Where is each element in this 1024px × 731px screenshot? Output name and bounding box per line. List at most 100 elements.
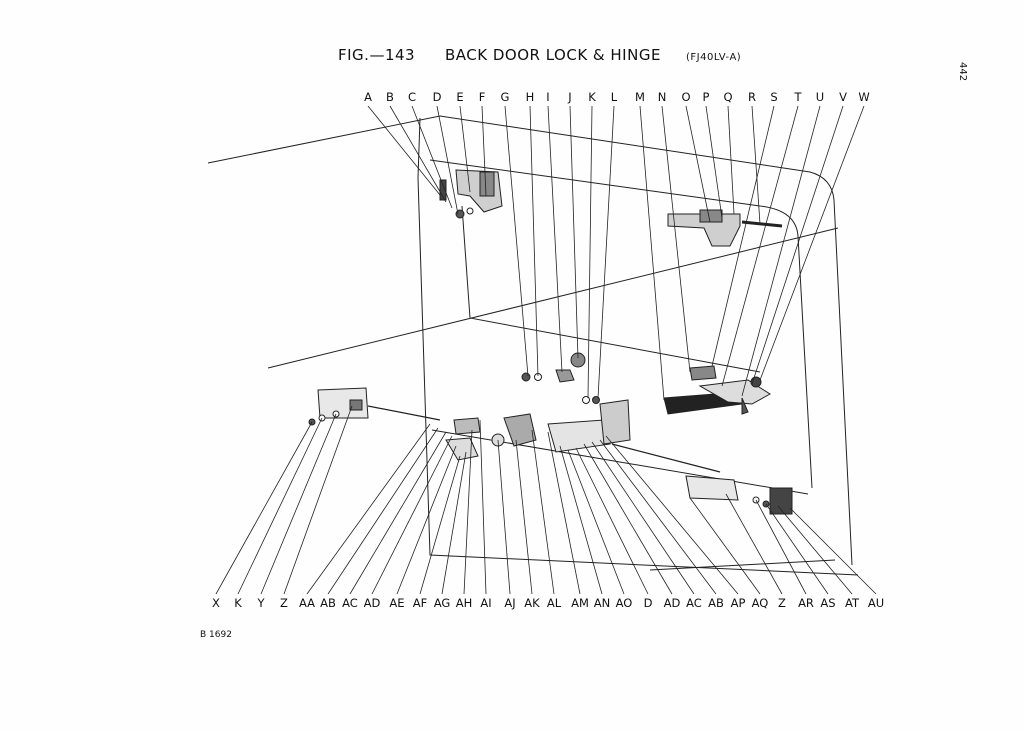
top-callout-label: U (816, 90, 824, 104)
back-door-outline (207, 115, 859, 576)
bottom-callout-label: AO (616, 596, 633, 610)
top-callout-label: P (703, 90, 710, 104)
top-leader-line (529, 105, 539, 377)
bottom-leader-line (463, 429, 473, 595)
top-leader-line (741, 105, 821, 397)
top-leader-line (685, 105, 711, 223)
bottom-callout-label: Y (256, 596, 265, 610)
top-leader-line (587, 105, 593, 399)
bottom-leader-line (396, 445, 457, 595)
bottom-leader-line (789, 507, 877, 595)
top-callout-label: M (635, 90, 645, 104)
bottom-leader-line (765, 503, 829, 595)
bottom-leader-line (237, 417, 323, 595)
bottom-callout-label: AQ (752, 596, 769, 610)
bottom-leader-line (419, 455, 461, 595)
bottom-leader-line (479, 419, 487, 595)
bottom-callout-label: AP (731, 596, 746, 610)
top-leader-line (547, 105, 563, 373)
center-latch (445, 399, 721, 473)
top-leader-line (569, 105, 579, 359)
top-callout-label: C (408, 90, 416, 104)
top-callout-label: K (588, 90, 596, 104)
bottom-callout-label: X (212, 596, 220, 610)
bottom-leader-line (567, 449, 625, 595)
top-callout-label: T (793, 90, 802, 104)
top-callout-label: F (479, 90, 486, 104)
bottom-callout-label: AB (320, 596, 336, 610)
top-leader-line (481, 105, 487, 197)
top-leader-line (751, 105, 844, 385)
top-leader-line (759, 105, 865, 381)
top-callout-label: R (748, 90, 756, 104)
bottom-callout-label: Z (280, 596, 288, 610)
top-leader-line (436, 105, 459, 215)
bottom-callout-label: AK (524, 596, 540, 610)
top-leader-line (661, 105, 691, 373)
bottom-callout-label: AC (342, 596, 358, 610)
top-leader-line (751, 105, 761, 225)
model-code: (FJ40LV-A) (686, 52, 742, 63)
top-leader-line (367, 105, 441, 196)
top-callout-label: O (681, 90, 690, 104)
bottom-leader-line (349, 431, 447, 595)
bottom-leader-line (575, 447, 649, 595)
top-callout-label: V (839, 90, 847, 104)
left-lock-block (308, 387, 441, 426)
upper-right-hinge (667, 209, 783, 247)
bottom-leader-line (777, 505, 853, 595)
handle-assembly (663, 365, 771, 415)
figure-title: BACK DOOR LOCK & HINGE (445, 46, 661, 64)
bottom-leader-line (327, 427, 439, 595)
bottom-callout-label: AU (868, 596, 884, 610)
top-callout-label: B (386, 90, 394, 104)
top-callout-label: D (433, 90, 442, 104)
bottom-callout-label: AE (389, 596, 404, 610)
top-callout-label: W (858, 90, 869, 104)
bottom-callout-label: AB (708, 596, 724, 610)
bottom-callout-label: AH (456, 596, 473, 610)
top-callout-label: S (770, 90, 777, 104)
top-leader-line (721, 105, 799, 387)
top-leader-line (504, 105, 529, 377)
bottom-leader-line (725, 493, 783, 595)
bottom-leader-line (371, 435, 453, 595)
top-callout-label: L (611, 90, 618, 104)
top-callout-label: I (546, 90, 549, 104)
top-leader-line (711, 105, 775, 367)
lower-right-lock (685, 475, 793, 515)
bottom-leader-line (260, 413, 337, 595)
bottom-leader-line (605, 435, 739, 595)
top-callout-label: E (456, 90, 463, 104)
top-leader-line (411, 105, 453, 209)
bottom-callout-label: Z (778, 596, 786, 610)
hardware-parts (308, 169, 793, 515)
bottom-leader-line (531, 429, 555, 595)
top-callout-label: Q (723, 90, 732, 104)
top-callout-label: N (658, 90, 667, 104)
reference-code: B 1692 (200, 630, 232, 640)
bottom-callout-label: D (644, 596, 653, 610)
bottom-callout-label: AA (299, 596, 315, 610)
bottom-callout-label: AG (434, 596, 451, 610)
bottom-callout-label: AD (364, 596, 381, 610)
bottom-callout-label: K (234, 596, 242, 610)
bottom-callout-label: AS (820, 596, 835, 610)
top-leader-line (639, 105, 665, 401)
bottom-leader-line (497, 439, 511, 595)
top-leader-line (705, 105, 723, 219)
top-leader-line (597, 105, 615, 399)
top-callout-label: J (567, 90, 571, 104)
top-callout-label: A (364, 90, 372, 104)
bottom-callout-label: AD (664, 596, 681, 610)
bottom-leader-line (599, 439, 717, 595)
leader-lines (215, 105, 877, 595)
upper-left-hinge (439, 169, 503, 219)
bottom-leader-line (559, 445, 603, 595)
bottom-callout-label: AM (571, 596, 589, 610)
bottom-leader-line (583, 443, 673, 595)
figure-number: FIG.—143 (338, 46, 416, 64)
